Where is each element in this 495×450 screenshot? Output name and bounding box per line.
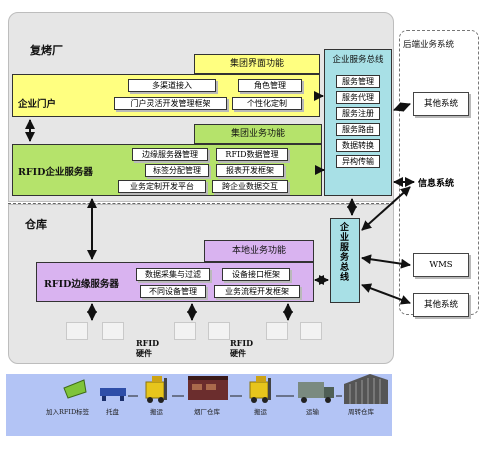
local-biz-title: 本地业务功能	[231, 246, 286, 256]
rfid-device	[174, 322, 196, 340]
edge-cell-collect-filter: 数据采集与过滤	[136, 268, 210, 281]
system-other-top: 其他系统	[413, 92, 469, 116]
flow-step-carry-2: 搬运	[254, 408, 267, 416]
forklift-icon	[249, 376, 271, 403]
rfid-device	[208, 322, 230, 340]
rfid-device	[102, 322, 124, 340]
flow-step-carry-1: 搬运	[150, 408, 163, 416]
rfid-device	[66, 322, 88, 340]
group-ui-header: 集团界面功能	[194, 54, 320, 74]
esb-item-service-registry: 服务注册	[336, 107, 380, 120]
edge-cell-process-framework: 业务流程开发框架	[214, 285, 300, 298]
enterprise-portal-title: 企业门户	[18, 99, 57, 110]
edge-cell-device-interface: 设备接口框架	[222, 268, 290, 281]
rfid-server-title: RFID企业服务器	[18, 167, 93, 178]
rfid-cell-data-mgmt: RFID数据管理	[216, 148, 288, 161]
system-wms: WMS	[413, 253, 469, 277]
flow-step-factory-warehouse: 烟厂仓库	[194, 408, 220, 416]
edge-cell-device-mgmt: 不同设备管理	[140, 285, 206, 298]
arrow-esb-wms	[361, 254, 411, 269]
esb-item-service-mgmt: 服务管理	[336, 75, 380, 88]
edge-server-title: RFID边缘服务器	[44, 279, 119, 290]
esb-bottom-box	[330, 218, 360, 303]
rfid-device	[266, 322, 288, 340]
system-info: 信息系统	[418, 179, 455, 189]
portal-cell-multichannel: 多渠道接入	[128, 79, 216, 92]
warehouse-title: 仓库	[25, 218, 47, 231]
esb-item-service-routing: 服务路由	[336, 123, 380, 136]
group-biz-title: 集团业务功能	[230, 129, 285, 139]
esb-top-box	[324, 49, 392, 196]
tag-icon	[63, 379, 87, 399]
flow-step-transit-warehouse: 周转仓库	[348, 408, 374, 416]
forklift-icon	[145, 376, 167, 403]
rfid-device	[300, 322, 322, 340]
rfid-cell-report: 报表开发框架	[216, 164, 284, 177]
local-biz-header: 本地业务功能	[204, 240, 314, 262]
arrow-info-esb-bottom	[361, 186, 411, 231]
esb-item-data-transform: 数据转换	[336, 139, 380, 152]
backend-title: 后端业务系统	[403, 40, 455, 50]
arrow-esb-other-bottom	[361, 283, 411, 305]
rfid-cell-edge-mgmt: 边缘服务器管理	[132, 148, 208, 161]
portal-cell-framework: 门户灵活开发管理框架	[114, 97, 227, 110]
esb-bottom-title: 企业服务总线	[338, 222, 348, 282]
transit-warehouse-icon	[344, 374, 388, 404]
arrow-esb-other-top	[393, 102, 411, 112]
rfid-cell-tag-alloc: 标签分配管理	[145, 164, 209, 177]
plant-title: 复烤厂	[30, 44, 63, 57]
group-ui-title: 集团界面功能	[229, 59, 284, 69]
esb-item-hetero-transfer: 异构传输	[336, 155, 380, 168]
esb-top-title: 企业服务总线	[332, 55, 384, 65]
truck-icon	[298, 382, 334, 403]
flow-step-add-tag: 加入RFID标签	[46, 408, 90, 416]
flow-step-pallet: 托盘	[106, 408, 119, 416]
portal-cell-personalize: 个性化定制	[232, 97, 302, 110]
portal-cell-role: 角色管理	[238, 79, 302, 92]
factory-warehouse-icon	[188, 376, 228, 400]
rfid-hardware-label-2: RFID 硬件	[230, 338, 254, 358]
rfid-hardware-label-1: RFID 硬件	[136, 338, 160, 358]
zone-divider	[8, 203, 394, 204]
pallet-icon	[100, 388, 126, 401]
esb-item-service-proxy: 服务代理	[336, 91, 380, 104]
system-other-bottom: 其他系统	[413, 293, 469, 317]
rfid-cell-cross-ent: 跨企业数据交互	[212, 180, 288, 193]
rfid-cell-custom-dev: 业务定制开发平台	[118, 180, 206, 193]
flow-step-transport: 运输	[306, 408, 319, 416]
group-biz-header: 集团业务功能	[194, 124, 322, 144]
